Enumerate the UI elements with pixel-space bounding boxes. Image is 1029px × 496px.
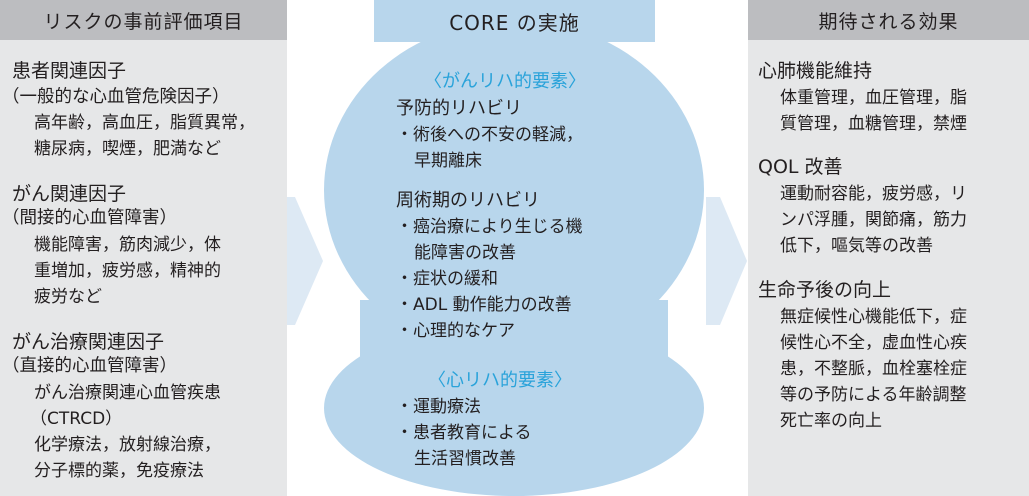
left-group3-title: がん治療関連因子 [12,331,165,353]
right-group3-line: 候性心不全，虚血性心疾 [780,333,967,353]
left-group3-line: 分子標的薬，免疫療法 [34,461,204,481]
right-arrow [706,197,747,325]
right-group3-line: 等の予防による年齢調整 [780,385,967,405]
right-group3-line: 無症候性心機能低下，症 [780,307,967,327]
center-sub2-line: ・癌治療により生じる機 [396,217,583,237]
center-section1-title: 〈がんリハ的要素〉 [424,71,586,92]
left-group2-subtitle: （間接的心血管障害） [2,208,177,228]
left-group3-line: がん治療関連心血管疾患 [34,383,221,403]
right-group3-title: 生命予後の向上 [758,279,892,301]
left-group2-line: 機能障害，筋肉減少，体 [34,235,221,255]
left-group3-subtitle: （直接的心血管障害） [2,356,177,376]
center-sub2-line: ・心理的なケア [396,321,515,341]
center-blob-top [324,20,704,360]
left-panel [0,0,287,496]
right-group3-line: 死亡率の向上 [780,411,882,431]
right-group2-line: ンパ浮腫，関節痛，筋力 [780,210,967,230]
left-group2-line: 重増加，疲労感，精神的 [34,261,221,281]
center-sec2-line: ・患者教育による [396,423,532,443]
right-group1-title: 心肺機能維持 [758,60,873,82]
right-group3-line: 患，不整脈，血栓塞栓症 [780,359,967,379]
left-arrow [287,197,323,325]
right-group2-title: QOL 改善 [758,156,843,178]
left-group2-title: がん関連因子 [12,183,127,205]
right-group2-line: 運動耐容能，疲労感，リ [780,184,967,204]
center-sub1-title: 予防的リハビリ [396,98,522,119]
center-sub1-line: ・術後への不安の軽減， [396,125,583,145]
center-sub2-line: 能障害の改善 [414,243,516,263]
right-group2-line: 低下，嘔気等の改善 [780,236,933,256]
right-group1-line: 体重管理，血圧管理，脂 [780,88,967,108]
center-sub2-line: ・ADL 動作能力の改善 [396,295,572,315]
right-header: 期待される効果 [748,0,1029,40]
center-header: CORE の実施 [374,0,655,42]
left-group2-line: 疲労など [34,287,102,307]
left-header: リスクの事前評価項目 [0,0,287,40]
center-sub2-line: ・症状の緩和 [396,269,498,289]
center-section2-title: 〈心リハ的要素〉 [428,370,572,391]
left-group3-line: 化学療法，放射線治療， [34,435,221,455]
right-panel [748,0,1029,496]
center-sec2-line: 生活習慣改善 [414,449,516,469]
left-group1-line: 高年齢，高血圧，脂質異常， [34,113,255,133]
center-sub2-title: 周術期のリハビリ [396,190,540,211]
center-sub1-line: 早期離床 [414,151,482,171]
left-group1-subtitle: （一般的な心血管危険因子） [2,87,230,107]
left-group1-line: 糖尿病，喫煙，肥満など [34,139,221,159]
left-group1-title: 患者関連因子 [12,60,127,82]
right-group1-line: 質管理，血糖管理，禁煙 [780,114,967,134]
center-sec2-line: ・運動療法 [396,397,481,417]
left-group3-line: （CTRCD） [30,409,123,429]
center-blob-bridge [360,300,668,430]
